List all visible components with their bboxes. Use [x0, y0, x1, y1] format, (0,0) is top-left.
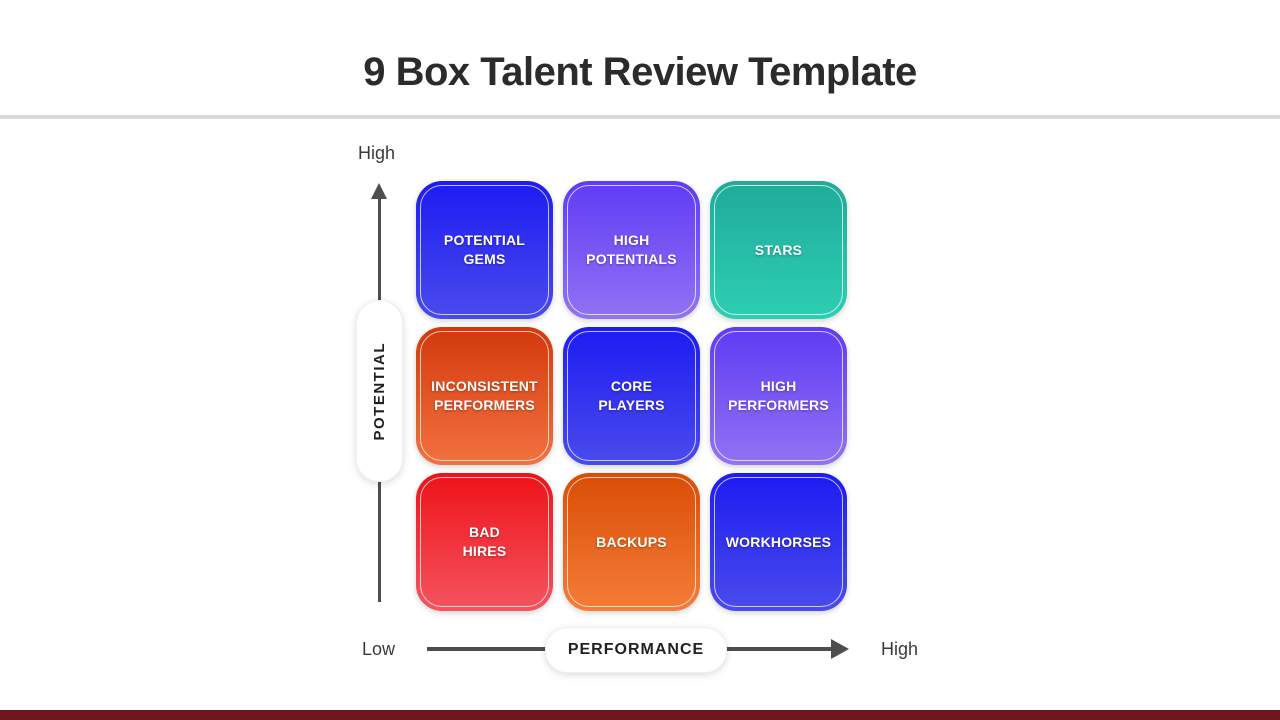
cell-label: STARS: [754, 241, 803, 258]
title-divider: [0, 115, 1280, 119]
cell-stars: STARS: [710, 181, 847, 319]
cell-potential-gems: POTENTIAL GEMS: [416, 181, 553, 319]
cell-backups: BACKUPS: [563, 473, 700, 611]
cell-label: POTENTIAL GEMS: [443, 232, 526, 267]
x-axis-low-label: Low: [362, 639, 396, 659]
page-title: 9 Box Talent Review Template: [363, 50, 917, 94]
cell-label: INCONSISTENT PERFORMERS: [431, 378, 538, 413]
up-arrow-icon: [371, 183, 387, 199]
cell-core-players: CORE PLAYERS: [563, 327, 700, 465]
footer-accent-bar: [0, 710, 1280, 720]
y-axis-high-label: High: [358, 143, 396, 163]
cell-label: HIGH PERFORMERS: [728, 378, 829, 413]
x-axis-high-label: High: [881, 639, 919, 659]
cell-high-potentials: HIGH POTENTIALS: [563, 181, 700, 319]
cell-workhorses: WORKHORSES: [710, 473, 847, 611]
cell-high-performers: HIGH PERFORMERS: [710, 327, 847, 465]
y-axis-label-pill: POTENTIAL: [356, 300, 403, 482]
cell-bad-hires: BAD HIRES: [416, 473, 553, 611]
right-arrow-icon: [831, 639, 849, 659]
cell-label: HIGH POTENTIALS: [586, 232, 677, 267]
cell-label: BAD HIRES: [462, 524, 507, 559]
cell-label: BACKUPS: [596, 533, 667, 550]
nine-box-grid: POTENTIAL GEMS HIGH POTENTIALS STARS INC…: [416, 181, 847, 611]
cell-inconsistent-performers: INCONSISTENT PERFORMERS: [416, 327, 553, 465]
x-axis-label: PERFORMANCE: [567, 641, 705, 658]
cell-label: WORKHORSES: [725, 533, 832, 550]
x-axis-label-pill: PERFORMANCE: [545, 627, 727, 673]
y-axis-label: POTENTIAL: [371, 341, 388, 441]
cell-label: CORE PLAYERS: [598, 378, 665, 413]
